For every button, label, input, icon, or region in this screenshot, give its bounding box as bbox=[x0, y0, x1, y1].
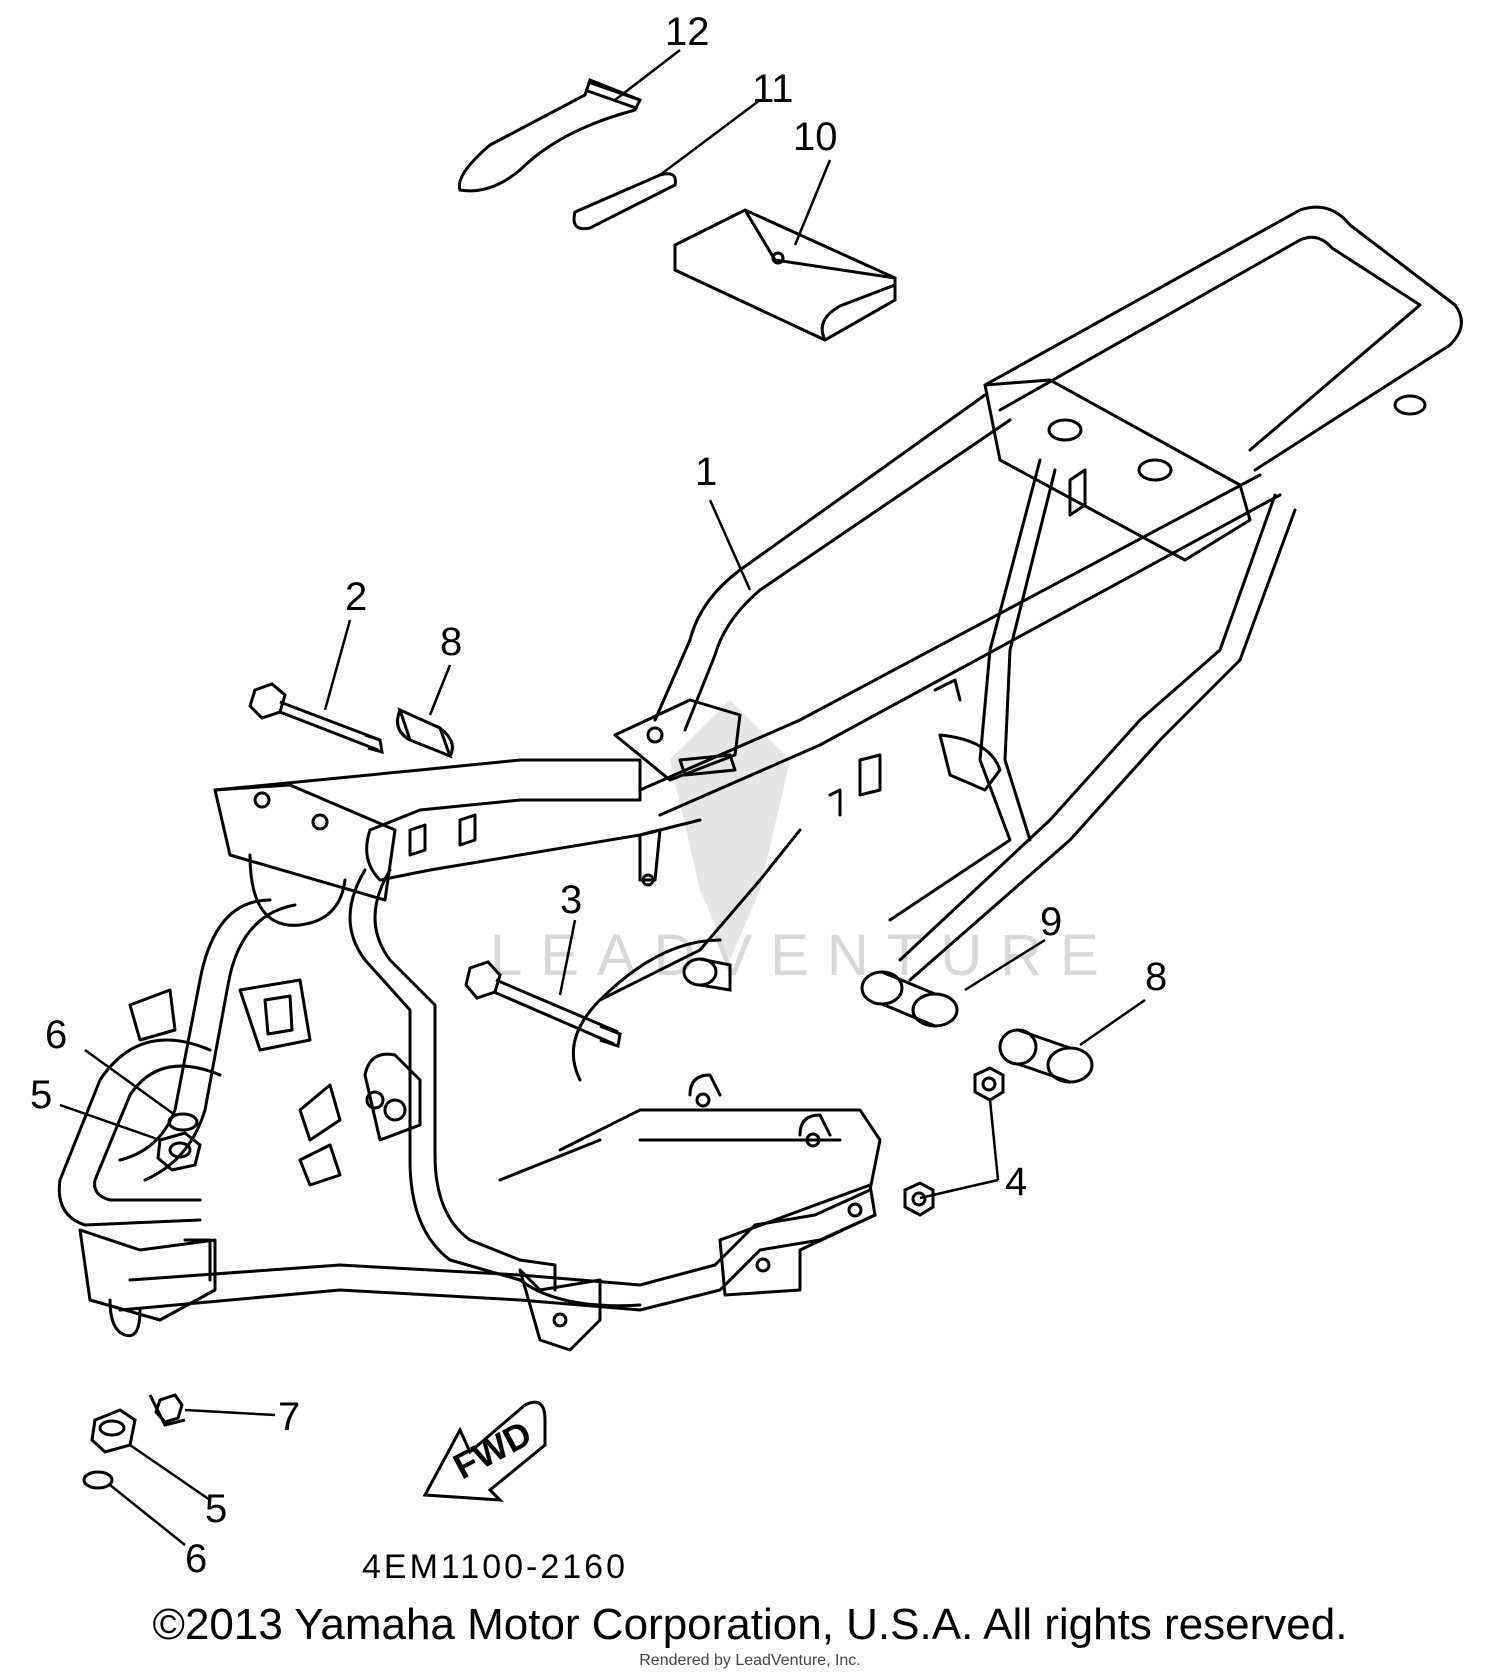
leader-11 bbox=[659, 99, 761, 176]
leader-12 bbox=[614, 49, 681, 101]
part-code: 4EM1100-2160 bbox=[362, 1548, 628, 1586]
callout-7: 7 bbox=[278, 1395, 300, 1439]
leader-lines bbox=[59, 49, 1146, 1546]
leader-4 bbox=[919, 1099, 1000, 1200]
copyright-notice: ©2013 Yamaha Motor Corporation, U.S.A. A… bbox=[152, 1600, 1348, 1649]
callout-3: 3 bbox=[560, 878, 582, 922]
fwd-label: FWD bbox=[447, 1412, 539, 1487]
main-frame bbox=[57, 205, 1463, 1352]
part-2-bolt bbox=[248, 682, 384, 755]
callouts: 12 11 10 1 2 8 3 9 8 6 5 4 7 5 6 bbox=[30, 10, 1167, 1581]
part-5-6-7-hardware bbox=[82, 1112, 202, 1490]
callout-2: 2 bbox=[345, 575, 367, 619]
leader-10 bbox=[793, 159, 832, 246]
fwd-arrow-shape bbox=[422, 1400, 547, 1502]
leader-3 bbox=[558, 919, 577, 996]
part-10-tool-bag bbox=[673, 208, 897, 342]
leader-9 bbox=[964, 938, 1046, 992]
leader-2 bbox=[323, 619, 352, 711]
callout-12: 12 bbox=[665, 10, 710, 54]
fwd-arrow: FWD bbox=[422, 1400, 547, 1502]
part-4-nuts bbox=[903, 1066, 1005, 1217]
frame-bushing bbox=[682, 957, 732, 992]
watermark-logo bbox=[670, 700, 790, 960]
callout-10: 10 bbox=[793, 115, 838, 159]
part-12-tool-holder bbox=[457, 78, 643, 193]
rendered-by-note: Rendered by LeadVenture, Inc. bbox=[639, 1652, 861, 1669]
callout-8-upper: 8 bbox=[440, 620, 462, 664]
part-11-strap bbox=[572, 172, 677, 231]
callout-8-lower: 8 bbox=[1145, 955, 1167, 999]
callout-5-upper: 5 bbox=[30, 1073, 52, 1117]
leader-6b bbox=[109, 1484, 186, 1546]
callout-6-upper: 6 bbox=[45, 1013, 67, 1057]
callout-9: 9 bbox=[1040, 900, 1062, 944]
part-3-bolt bbox=[464, 960, 622, 1048]
callout-11: 11 bbox=[752, 67, 794, 111]
part-9-sleeve bbox=[860, 970, 959, 1028]
leader-7 bbox=[184, 1408, 276, 1417]
callout-6-lower: 6 bbox=[185, 1537, 207, 1581]
leader-8b bbox=[1079, 998, 1146, 1047]
leader-1 bbox=[708, 499, 752, 591]
leader-5a bbox=[59, 1103, 161, 1142]
callout-5-lower: 5 bbox=[205, 1487, 227, 1531]
callout-1: 1 bbox=[695, 450, 717, 494]
leader-8a bbox=[428, 664, 452, 716]
part-8-sleeve-lower bbox=[998, 1028, 1094, 1084]
leader-6a bbox=[84, 1048, 176, 1117]
callout-4: 4 bbox=[1005, 1160, 1027, 1204]
part-8-sleeve-upper bbox=[396, 707, 454, 759]
leader-5b bbox=[129, 1443, 211, 1502]
watermark-text: LEADVENTURE bbox=[490, 923, 1117, 988]
